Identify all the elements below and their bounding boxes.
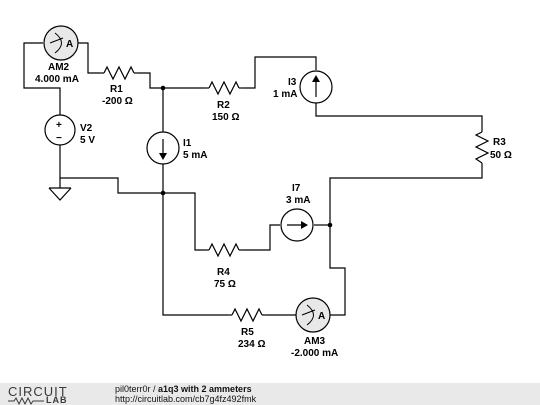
r3-value: 50 Ω bbox=[490, 150, 512, 161]
resistor-zigzag bbox=[103, 65, 135, 81]
wire-r4-i7 bbox=[243, 224, 280, 251]
r3-name: R3 bbox=[493, 137, 506, 148]
i7-value: 3 mA bbox=[286, 195, 310, 206]
resistor-zigzag bbox=[208, 80, 240, 96]
wire-node-am3 bbox=[329, 225, 346, 316]
wire-bus-r5 bbox=[162, 193, 228, 316]
meter-scale-arc bbox=[54, 32, 62, 54]
author-link[interactable]: pil0terr0r bbox=[115, 384, 151, 394]
i3-value: 1 mA bbox=[273, 89, 297, 100]
current-source-i7[interactable]: I7 3 mA bbox=[280, 183, 314, 242]
current-source-i1[interactable]: I1 5 mA bbox=[146, 131, 207, 165]
ammeter-am2[interactable]: A AM2 4.000 mA bbox=[35, 25, 79, 85]
wire-am2-right bbox=[78, 42, 100, 74]
meter-scale-arc bbox=[306, 304, 314, 326]
r5-name: R5 bbox=[241, 327, 254, 338]
wire-bus-r4 bbox=[163, 192, 205, 251]
r4-name: R4 bbox=[217, 267, 230, 278]
r2-value: 150 Ω bbox=[212, 112, 239, 123]
wire-am2-left bbox=[23, 42, 61, 118]
plus-sign: + bbox=[56, 120, 62, 131]
resistor-zigzag bbox=[208, 242, 240, 258]
wire-r2-i3 bbox=[243, 56, 317, 89]
am3-name: AM3 bbox=[304, 336, 326, 347]
junction-dot bbox=[327, 222, 333, 228]
wires bbox=[23, 42, 483, 316]
minus-sign: − bbox=[56, 133, 62, 144]
source-body bbox=[44, 114, 76, 146]
circuitlab-logo[interactable]: CIRCUIT LAB bbox=[8, 384, 92, 405]
r4-value: 75 Ω bbox=[214, 279, 236, 290]
am2-value: 4.000 mA bbox=[35, 74, 79, 85]
footer-title-line: pil0terr0r / a1q3 with 2 ammeters bbox=[115, 384, 256, 394]
r2-name: R2 bbox=[217, 100, 230, 111]
v2-name: V2 bbox=[80, 123, 93, 134]
junction-dot bbox=[160, 85, 166, 91]
resistor-r3[interactable]: R3 50 Ω bbox=[474, 128, 512, 168]
resistor-r5[interactable]: R5 234 Ω bbox=[228, 307, 266, 350]
wire-r3-node bbox=[329, 168, 483, 225]
meter-needle bbox=[301, 309, 316, 316]
i7-name: I7 bbox=[292, 183, 301, 194]
arrowhead-icon bbox=[301, 221, 308, 229]
i1-name: I1 bbox=[183, 138, 192, 149]
logo-resistor-icon bbox=[8, 397, 44, 405]
meter-symbol: A bbox=[66, 39, 73, 50]
resistor-r4[interactable]: R4 75 Ω bbox=[205, 242, 243, 290]
current-source-i3[interactable]: I3 1 mA bbox=[273, 70, 333, 104]
resistor-zigzag bbox=[231, 307, 263, 323]
junctions bbox=[160, 85, 333, 228]
logo-text-bottom: LAB bbox=[46, 395, 68, 405]
arrowhead-icon bbox=[312, 75, 320, 82]
circuit-title: a1q3 with 2 ammeters bbox=[158, 384, 252, 394]
arrowhead-icon bbox=[159, 153, 167, 160]
v2-value: 5 V bbox=[80, 135, 95, 146]
r1-name: R1 bbox=[110, 84, 123, 95]
r5-value: 234 Ω bbox=[238, 339, 265, 350]
r1-value: -200 Ω bbox=[102, 96, 133, 107]
circuit-url[interactable]: http://circuitlab.com/cb7g4fz492fmk bbox=[115, 394, 257, 404]
resistor-zigzag bbox=[474, 131, 490, 164]
junction-dot bbox=[160, 190, 166, 196]
footer-credits: pil0terr0r / a1q3 with 2 ammeters http:/… bbox=[115, 384, 256, 404]
circuit-schematic: A AM2 4.000 mA R1 -200 Ω R2 150 Ω I3 1 m… bbox=[23, 25, 512, 359]
wire-i3-r3 bbox=[315, 103, 483, 128]
meter-needle bbox=[49, 37, 64, 44]
resistor-r1[interactable]: R1 -200 Ω bbox=[100, 65, 138, 107]
ammeter-am3[interactable]: A AM3 -2.000 mA bbox=[291, 297, 338, 359]
wire-ground-mid bbox=[60, 177, 163, 194]
separator: / bbox=[150, 384, 159, 394]
meter-symbol: A bbox=[318, 311, 325, 322]
logo-text-top: CIRCUIT bbox=[8, 384, 68, 399]
i1-value: 5 mA bbox=[183, 150, 207, 161]
resistor-r2[interactable]: R2 150 Ω bbox=[205, 80, 243, 123]
am3-value: -2.000 mA bbox=[291, 348, 338, 359]
voltage-source-v2[interactable]: + − V2 5 V bbox=[44, 114, 95, 146]
i3-name: I3 bbox=[288, 77, 297, 88]
ground-triangle bbox=[48, 187, 72, 201]
wire-r1-right bbox=[138, 72, 205, 89]
footer-bar: CIRCUIT LAB pil0terr0r / a1q3 with 2 amm… bbox=[0, 383, 540, 405]
ground-symbol bbox=[48, 187, 72, 201]
am2-name: AM2 bbox=[48, 62, 70, 73]
